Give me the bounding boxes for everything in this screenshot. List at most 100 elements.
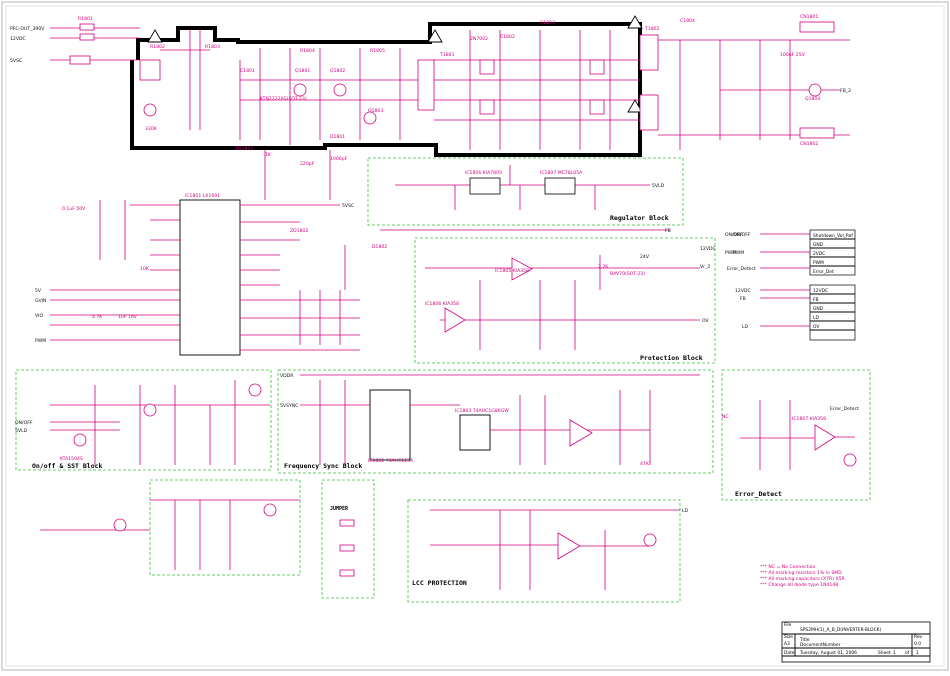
of-label: of [905, 650, 910, 656]
protection-section [344, 229, 716, 364]
regulator-block-label: Regulator Block [610, 214, 669, 222]
part-value: 2N7002 [470, 36, 488, 42]
sheet-inner-border [5, 5, 945, 667]
part-ref: D1801 [330, 134, 345, 140]
date-value: Tuesday, August 01, 2006 [799, 650, 857, 656]
port-label: 5VSC [10, 58, 22, 64]
part-value: 0.1uF 50V [62, 206, 86, 212]
ic1801-section [50, 150, 360, 356]
title-block: File SPS2MH(1)_A_B_D(INVERTER-BLOCK) Tit… [781, 621, 931, 663]
part-ref: R1804 [300, 48, 315, 54]
conn-signal: ON/OFF [733, 232, 751, 238]
port-label: 12VDC [700, 246, 716, 252]
port-label: OV [702, 318, 710, 324]
date-label: Date: [784, 650, 796, 656]
port-label: 24V [640, 254, 650, 260]
connector-table [760, 229, 856, 341]
part-value: 330K [145, 126, 158, 132]
file-name: SPS2MH(1)_A_B_D(INVERTER-BLOCK) [800, 627, 882, 633]
ic-label: IC1802 74AHC123A [368, 458, 414, 464]
conn-signal: Error_Detect [727, 266, 756, 272]
ic-label: IC1801 LX1691 [185, 193, 220, 199]
part-ref: Q1804 [805, 96, 820, 102]
part-ref: CN1801 [800, 14, 818, 20]
port-label: 5VLD [15, 428, 28, 434]
part-value: 100uF 25V [780, 52, 806, 58]
title-label: Title [799, 637, 810, 643]
part-ref: C1801 [240, 68, 255, 74]
port-label: GVIN [35, 298, 47, 304]
regulator-section [367, 157, 684, 226]
conn-pin: OV [813, 324, 819, 330]
part-value: NC [722, 414, 729, 420]
conn-signal: PWM [733, 250, 744, 256]
port-label: Vr_2 [700, 264, 710, 270]
part-ref: Q1802 [330, 68, 345, 74]
ic-label: IC1807 MC78L05A [540, 170, 583, 176]
note-line: *** All marking resistors 1% in SMD [760, 570, 842, 576]
freq-block-label: Frequency Sync Block [284, 462, 362, 470]
part-ref: D1802 [372, 244, 387, 250]
port-label: PWM [35, 338, 46, 344]
part-ref: R1802 [150, 44, 165, 50]
warning-icon [627, 15, 643, 29]
port-label: 5VSC [342, 203, 354, 209]
part-value: 1000pF [330, 156, 348, 162]
port-label: 5VLD [652, 183, 665, 189]
port-label: LD [682, 508, 689, 514]
part-value: 2.2K [598, 264, 609, 270]
ic-label: IC1806 KIA358 [425, 301, 459, 307]
error-detect-section [721, 369, 871, 501]
document-title: DocumentNumber [800, 642, 841, 648]
port-label: FB [665, 228, 671, 234]
conn-signal: FB [740, 296, 746, 302]
sheet-label: Sheet [878, 650, 891, 656]
port-label: 5V [35, 288, 42, 294]
warning-icon [427, 29, 443, 43]
bottom-left-section [40, 479, 375, 599]
conn-pin: 2VDC [813, 251, 825, 257]
conn-pin: PWM [813, 260, 824, 266]
protection-block-label: Protection Block [640, 354, 703, 362]
part-value: 1K [265, 152, 272, 158]
rev-label: Rev [914, 634, 923, 640]
output-section [658, 21, 850, 150]
part-ref: C1804 [680, 18, 695, 24]
onoff-block-label: On/off & SST Block [32, 462, 103, 470]
port-label: PFC-OUT_390V [10, 26, 45, 32]
part-ref: Q1803 [368, 108, 383, 114]
conn-signal: 12VDC [735, 288, 751, 294]
of-value: 1 [916, 650, 919, 656]
port-label: ON/OFF [15, 420, 33, 426]
freq-sync-section [277, 369, 714, 474]
warning-icon [627, 99, 643, 113]
input-wiring [50, 23, 659, 150]
part-ref: C1803 [540, 20, 555, 26]
high-voltage-region [130, 15, 643, 157]
ic-label: IC1803 74AHC1G86GW [455, 408, 509, 414]
part-ref: R1803 [205, 44, 220, 50]
port-label: FB_2 [840, 88, 851, 94]
part-ref: C1802 [500, 34, 515, 40]
part-ref: R1805 [370, 48, 385, 54]
conn-pin: LD [813, 315, 819, 321]
conn-pin: 12VDC [813, 288, 828, 294]
part-ref: R1801 [78, 16, 93, 22]
conn-signal: LD [742, 324, 749, 330]
jumper-label: JUMPER [330, 506, 349, 512]
port-label: 5VSYNC [280, 403, 298, 409]
rev-value: 0.0 [914, 641, 921, 647]
onoff-section [15, 369, 272, 471]
lcc-label: LCC PROTECTION [412, 579, 467, 587]
port-label: Error_Detect [830, 406, 859, 412]
port-label: 12VDC [10, 36, 26, 42]
part-ref: T1802 [644, 26, 660, 32]
conn-pin: GND [813, 242, 824, 248]
part-value: 1uF 16V [118, 314, 138, 320]
port-label: VIO [35, 313, 43, 319]
part-value: BAV70(SOT-23) [610, 271, 645, 277]
conn-pin: Error_Det [813, 269, 834, 275]
part-value: KTN2222AS(SOT-23) [260, 96, 307, 102]
